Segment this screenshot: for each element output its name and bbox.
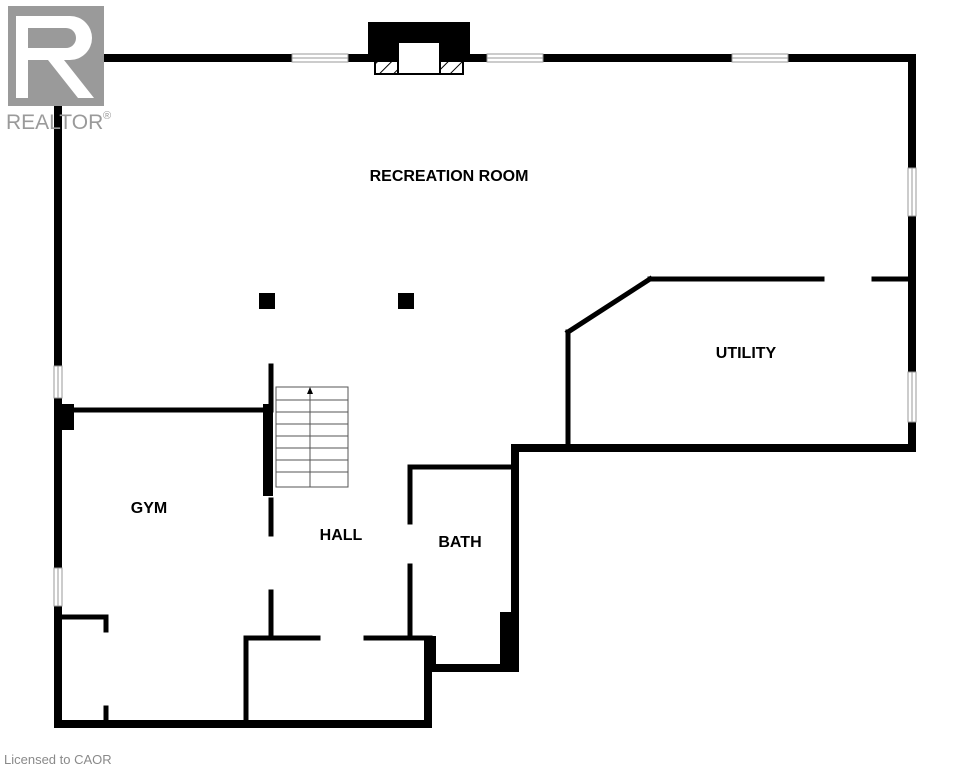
realtor-logo: REALTOR ® [6, 6, 111, 134]
windows [53, 53, 917, 607]
realtor-logo-text: REALTOR [6, 111, 103, 134]
license-text: Licensed to CAOR [4, 752, 112, 767]
interior-walls [57, 275, 913, 727]
fireplace [368, 22, 470, 75]
room-label-bath: BATH [438, 534, 481, 551]
bath-wall-block [500, 612, 518, 670]
column [259, 293, 275, 309]
stair-direction-arrow-icon [307, 387, 313, 394]
stair-side-wall [263, 404, 273, 496]
column [398, 293, 414, 309]
room-label-utility: UTILITY [716, 345, 777, 362]
room-label-hall: HALL [320, 527, 363, 544]
staircase [275, 386, 349, 488]
gym-corner-block [58, 404, 74, 430]
room-label-recreation-room: RECREATION ROOM [370, 168, 529, 185]
room-label-gym: GYM [131, 500, 167, 517]
exterior-walls [54, 54, 916, 728]
registered-mark: ® [103, 110, 111, 122]
